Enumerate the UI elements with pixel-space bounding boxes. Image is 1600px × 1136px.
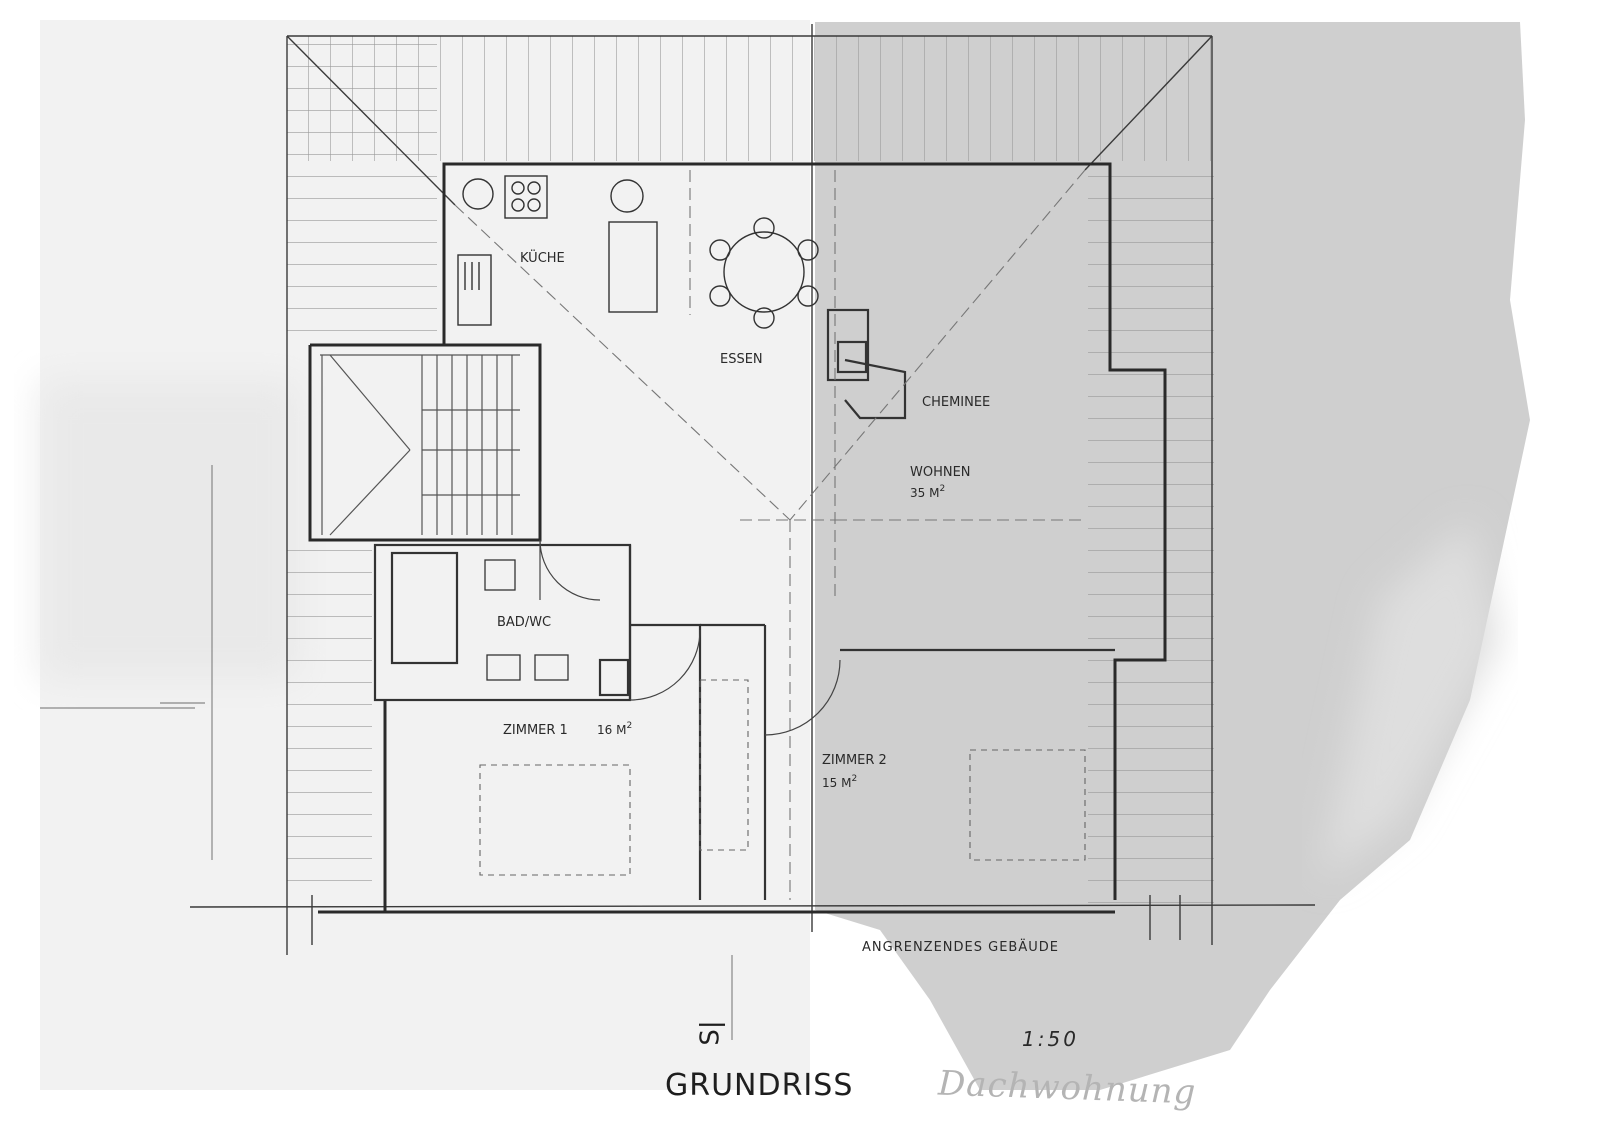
room-label-zimmer2: ZIMMER 2 bbox=[822, 753, 887, 768]
room-label-bath: BAD/WC bbox=[497, 615, 551, 630]
interior-walls bbox=[373, 308, 1115, 900]
ridge-lines bbox=[454, 169, 1086, 900]
roof-lines bbox=[189, 24, 1316, 955]
stairs bbox=[320, 354, 520, 536]
room-area-living: 35 M2 bbox=[910, 484, 945, 500]
dining-table bbox=[709, 217, 819, 329]
room-area-zimmer1: 16 M2 bbox=[597, 721, 632, 737]
room-area-zimmer2: 15 M2 bbox=[822, 774, 857, 790]
left-mid-stain bbox=[40, 380, 300, 680]
door-swings bbox=[539, 539, 841, 736]
neighbor-building-label: ANGRENZENDES GEBÄUDE bbox=[862, 939, 1059, 955]
room-label-zimmer1: ZIMMER 1 bbox=[503, 723, 568, 738]
roof-hatch-top bbox=[287, 36, 1214, 161]
room-label-kitchen: KÜCHE bbox=[520, 249, 565, 266]
roof-hatch-right bbox=[1088, 160, 1214, 920]
bath-fixtures bbox=[484, 559, 569, 681]
room-label-living: WOHNEN bbox=[910, 465, 971, 480]
gray-stain-edge bbox=[1320, 520, 1500, 880]
margin-marks bbox=[40, 465, 733, 1040]
furniture-outlines bbox=[479, 679, 1086, 876]
section-mark: S| bbox=[695, 1020, 726, 1046]
room-label-fireplace: CHEMINEE bbox=[922, 395, 990, 410]
drawing-title: GRUNDRISS bbox=[665, 1068, 854, 1103]
room-label-dining: ESSEN bbox=[720, 352, 763, 367]
scale-label: 1:50 bbox=[1022, 1027, 1079, 1051]
kitchen-fixtures bbox=[457, 175, 658, 326]
roof-hatch-left-lower bbox=[287, 535, 372, 895]
